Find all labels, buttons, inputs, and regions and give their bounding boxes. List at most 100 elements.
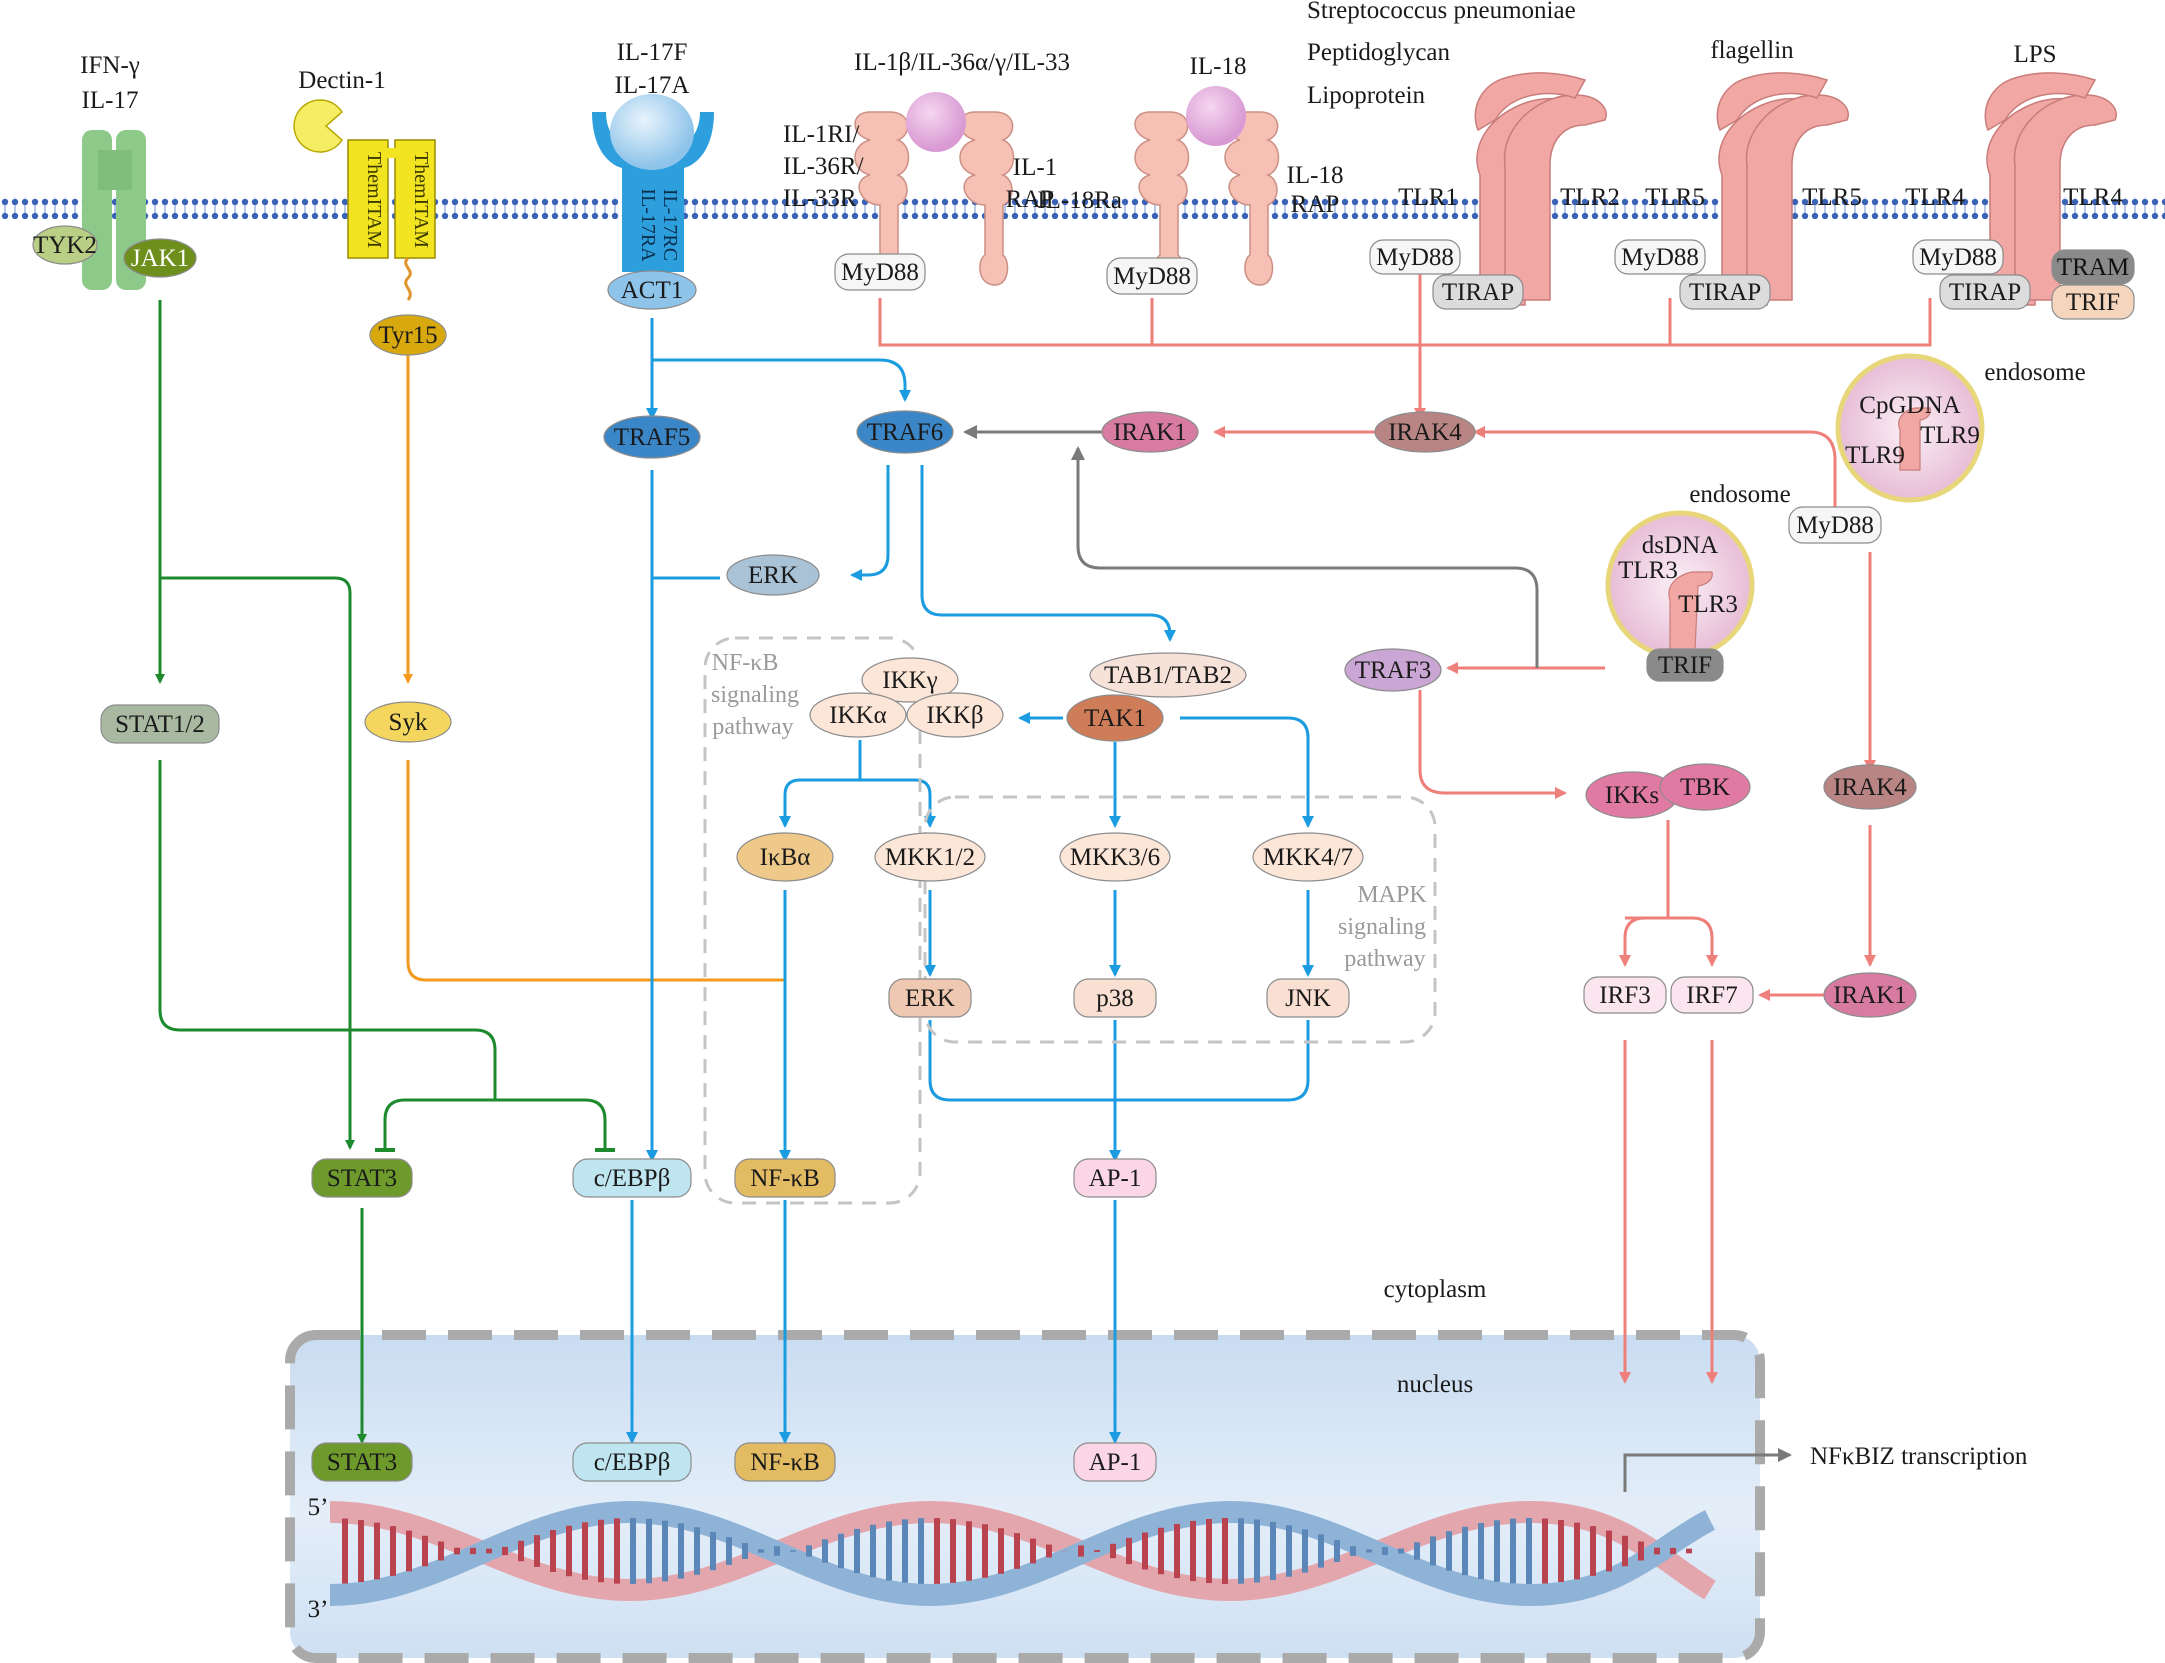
node-ikkg: IKKγ	[861, 657, 959, 703]
node-shape	[1646, 648, 1724, 682]
node-shape	[1073, 978, 1157, 1018]
node-shape	[123, 238, 197, 278]
node-label-p38: p38	[1096, 985, 1134, 1012]
label-il1ri-b: IL-36R/	[783, 153, 864, 180]
node-irak1-a: IRAK1	[1101, 411, 1199, 453]
label-dectin1: Dectin-1	[298, 67, 385, 94]
node-label-tirap-b: TIRAP	[1689, 279, 1761, 306]
node-p38: p38	[1073, 978, 1157, 1018]
node-tak1: TAK1	[1066, 694, 1164, 742]
il17-receptor	[592, 94, 714, 272]
node-shape	[734, 1442, 836, 1482]
node-label-ap1-a: AP-1	[1089, 1165, 1142, 1192]
node-label-tak1: TAK1	[1084, 705, 1146, 732]
node-mkk12: MKK1/2	[874, 832, 986, 882]
node-tbk: TBK	[1659, 763, 1751, 811]
node-label-myd88-c: MyD88	[1376, 244, 1454, 271]
label-nfkb-path-1: NF-κB	[712, 650, 779, 676]
label-il17a: IL-17A	[615, 72, 690, 99]
node-label-irak4-a: IRAK4	[1388, 419, 1462, 446]
label-dsdna: dsDNA	[1642, 532, 1718, 559]
node-label-nfkb-a: NF-κB	[750, 1165, 820, 1192]
node-shape	[2051, 284, 2135, 320]
connectors	[155, 265, 1932, 1492]
node-label-tbk: TBK	[1680, 774, 1730, 801]
node-mkk36: MKK3/6	[1059, 832, 1171, 882]
node-label-tram: TRAM	[2057, 254, 2129, 281]
node-ap1-a: AP-1	[1073, 1158, 1157, 1198]
node-shape	[809, 692, 907, 738]
node-label-cebpb-a: c/EBPβ	[594, 1165, 671, 1192]
endosome-tlr3	[1605, 510, 1755, 660]
node-syk: Syk	[364, 701, 452, 743]
label-il1ri-a: IL-1RI/	[783, 121, 859, 148]
label-nfkb-path-3: pathway	[712, 714, 793, 740]
node-erk-b: ERK	[888, 978, 972, 1018]
node-shape	[1089, 652, 1247, 698]
label-mapk-path-3: pathway	[1344, 946, 1425, 972]
node-shape	[1374, 411, 1476, 453]
label-il18: IL-18	[1190, 53, 1247, 80]
node-label-nfkb-b: NF-κB	[750, 1449, 820, 1476]
node-ikks: IKKs	[1585, 771, 1679, 819]
node-shape	[1344, 648, 1442, 692]
node-label-ikba: IκBα	[760, 844, 811, 871]
node-label-stat3-a: STAT3	[327, 1165, 397, 1192]
node-shape	[607, 270, 697, 310]
label-tlr4b: TLR4	[2063, 184, 2123, 211]
node-label-stat12: STAT1/2	[115, 711, 205, 738]
node-label-mkk12: MKK1/2	[885, 844, 975, 871]
node-shape	[888, 978, 972, 1018]
node-label-syk: Syk	[389, 709, 428, 736]
node-myd88-b: MyD88	[1106, 257, 1198, 295]
label-hemitam1: ThemITAM	[363, 152, 385, 248]
label-lipoprotein: Lipoprotein	[1307, 82, 1426, 109]
nfkb-pathway-box	[703, 636, 922, 1205]
node-stat3-a: STAT3	[311, 1158, 413, 1198]
labels-layer: IFN-γIL-17Dectin-1IL-17FIL-17AIL-1β/IL-3…	[80, 0, 2123, 1623]
node-shape	[369, 314, 447, 356]
label-il1b-group: IL-1β/IL-36α/γ/IL-33	[854, 49, 1070, 76]
node-shape	[572, 1158, 692, 1198]
node-stat3-b: STAT3	[311, 1442, 413, 1482]
label-il18ra: IL-18Ra	[1037, 187, 1122, 214]
label-nfkb-path-2: signaling	[711, 682, 799, 708]
label-cpgdna: CpGDNA	[1859, 392, 1960, 419]
node-nfkb-a: NF-κB	[734, 1158, 836, 1198]
label-lps: LPS	[2013, 41, 2056, 68]
node-label-irak4-b: IRAK4	[1833, 774, 1907, 801]
node-label-mkk47: MKK4/7	[1263, 844, 1353, 871]
node-label-trif-b: TRIF	[1658, 652, 1712, 679]
node-label-ikkb: IKKβ	[926, 702, 983, 729]
node-shape	[1369, 239, 1461, 275]
node-shape	[1059, 832, 1171, 882]
il18-receptor	[1134, 86, 1280, 286]
node-shape	[1679, 274, 1771, 310]
node-shape	[2051, 249, 2135, 285]
node-label-myd88-a: MyD88	[841, 259, 919, 286]
node-trif-b: TRIF	[1646, 648, 1724, 682]
label-tlr2: TLR2	[1560, 184, 1620, 211]
label-mapk-path-2: signaling	[1338, 914, 1426, 940]
label-tlr5a: TLR5	[1645, 184, 1705, 211]
node-label-jak1: JAK1	[131, 245, 189, 272]
node-label-traf3: TRAF3	[1355, 657, 1431, 684]
label-tlr9b: TLR9	[1920, 422, 1980, 449]
node-label-irak1-b: IRAK1	[1833, 982, 1907, 1009]
node-shape	[311, 1442, 413, 1482]
node-myd88-a: MyD88	[834, 253, 926, 291]
mapk-pathway-box	[923, 795, 1437, 1044]
label-il1rap-a: IL-1	[1013, 154, 1057, 181]
label-il17rc: IL-17RC	[659, 189, 681, 261]
node-ikkb: IKKβ	[906, 692, 1004, 738]
node-label-erk-b: ERK	[905, 985, 955, 1012]
node-shape	[734, 1158, 836, 1198]
node-shape	[1266, 978, 1350, 1018]
node-shape	[1432, 274, 1524, 310]
label-tlr3a: TLR3	[1618, 557, 1678, 584]
node-shape	[874, 832, 986, 882]
node-label-tirap-c: TIRAP	[1949, 279, 2021, 306]
label-mapk-path-1: MAPK	[1357, 882, 1427, 908]
tlr4-dimer	[1984, 72, 2117, 306]
